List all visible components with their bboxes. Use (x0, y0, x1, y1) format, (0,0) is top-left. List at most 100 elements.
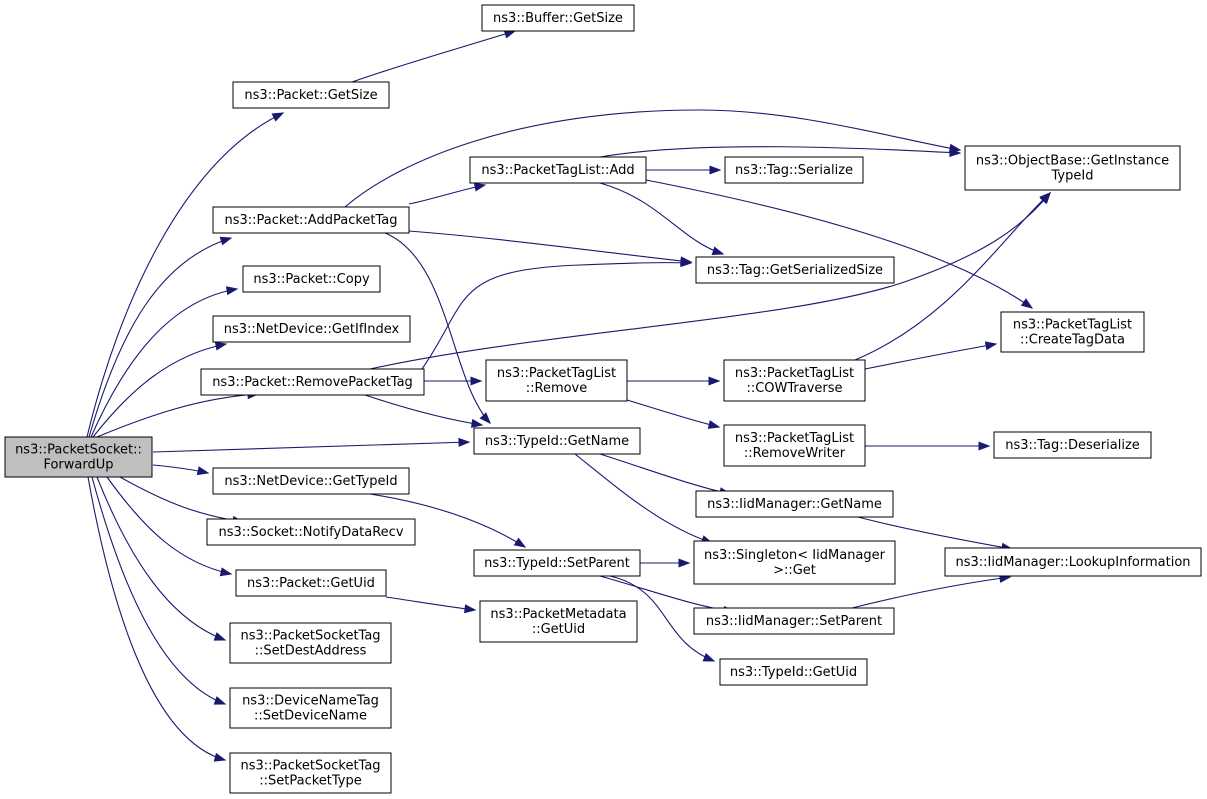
node-box (229, 622, 392, 664)
edge-line (864, 343, 997, 370)
node-label: ns3::PacketTagList (735, 366, 854, 381)
node-packetsockettag-setpackettype[interactable]: ns3::PacketSocketTag::SetPacketType (229, 752, 392, 794)
node-box (693, 607, 895, 635)
node-label: ns3::PacketTagList (497, 366, 616, 381)
node-label: ns3::Packet::RemovePacketTag (212, 375, 413, 390)
node-label: ns3::IidManager::LookupInformation (955, 555, 1190, 570)
edge-line (609, 575, 715, 662)
edge-root-to-packet_getuid (106, 476, 233, 577)
node-box (473, 427, 641, 455)
node-root[interactable]: ns3::PacketSocket::ForwardUp (4, 436, 153, 478)
node-netdevice-getifindex[interactable]: ns3::NetDevice::GetIfIndex (212, 315, 411, 343)
node-box (485, 359, 628, 402)
node-packet-getuid[interactable]: ns3::Packet::GetUid (235, 569, 387, 597)
node-label: ns3::Packet::AddPacketTag (224, 213, 397, 228)
arrow-head-icon (680, 258, 693, 268)
node-label: >::Get (773, 563, 816, 578)
edge-packettaglist_add-to-tag_serialize (646, 165, 722, 175)
edge-line (364, 394, 483, 426)
node-label: ns3::ObjectBase::GetInstance (976, 154, 1169, 169)
node-packetmetadata-getuid[interactable]: ns3::PacketMetadata::GetUid (479, 600, 638, 643)
node-iidmanager-lookupinformation[interactable]: ns3::IidManager::LookupInformation (944, 547, 1202, 577)
node-devicenametag-setdevicename[interactable]: ns3::DeviceNameTag::SetDeviceName (229, 687, 392, 729)
edge-line (351, 30, 516, 83)
node-box (229, 752, 392, 794)
node-singleton-get[interactable]: ns3::Singleton< IidManager>::Get (693, 540, 896, 585)
node-label: ::CreateTagData (1020, 333, 1125, 348)
node-tag-serialize[interactable]: ns3::Tag::Serialize (724, 156, 864, 184)
node-label: ns3::PacketTagList (1013, 318, 1132, 333)
edge-packet_addpackettag-to-tag_getserializedsize (408, 230, 693, 266)
node-iidmanager-getname[interactable]: ns3::IidManager::GetName (695, 490, 894, 518)
node-socket-notifydatarecv[interactable]: ns3::Socket::NotifyDataRecv (206, 518, 416, 546)
edge-line (344, 109, 961, 208)
arrow-head-icon (225, 286, 239, 296)
node-box (695, 256, 895, 284)
node-label: ::GetUid (532, 622, 585, 637)
node-box (723, 359, 866, 402)
node-box (242, 265, 381, 293)
node-box (232, 81, 390, 109)
arrow-head-icon (711, 246, 725, 256)
arrow-head-icon (707, 420, 721, 429)
node-typeid-setparent[interactable]: ns3::TypeId::SetParent (473, 549, 641, 577)
node-packettaglist-removewriter[interactable]: ns3::PacketTagList::RemoveWriter (723, 424, 866, 467)
arrow-head-icon (271, 112, 285, 122)
node-label: ns3::NetDevice::GetIfIndex (224, 322, 400, 337)
node-packet-getsize[interactable]: ns3::Packet::GetSize (232, 81, 390, 109)
node-netdevice-gettypeid[interactable]: ns3::NetDevice::GetTypeId (212, 467, 410, 495)
node-buffer-getsize[interactable]: ns3::Buffer::GetSize (481, 4, 635, 32)
node-box (229, 687, 392, 729)
node-label: ns3::Packet::Copy (253, 272, 370, 287)
node-tag-deserialize[interactable]: ns3::Tag::Deserialize (993, 431, 1152, 459)
node-label: ::Remove (526, 381, 588, 396)
arrow-head-icon (1020, 298, 1034, 309)
edge-root-to-packet_addpackettag (88, 236, 233, 438)
node-label: ns3::PacketSocketTag (240, 759, 380, 774)
arrow-head-icon (709, 165, 722, 175)
edge-line (857, 516, 1013, 550)
node-label: ns3::Buffer::GetSize (493, 11, 623, 26)
node-box (4, 436, 153, 478)
node-box (206, 518, 416, 546)
arrow-head-icon (949, 147, 962, 157)
edge-root-to-packetsockettag_setdestaddress (96, 476, 227, 641)
node-label: ::SetDeviceName (254, 709, 367, 724)
edge-line (854, 192, 1051, 361)
arrow-head-icon (214, 341, 228, 351)
edge-line (369, 493, 526, 548)
node-label: ns3::DeviceNameTag (242, 694, 379, 709)
edge-line (106, 476, 232, 575)
node-packet-removepackettag[interactable]: ns3::Packet::RemovePacketTag (200, 368, 425, 396)
node-tag-getserializedsize[interactable]: ns3::Tag::GetSerializedSize (695, 256, 895, 284)
node-typeid-getuid[interactable]: ns3::TypeId::GetUid (719, 658, 868, 686)
arrow-head-icon (513, 537, 527, 548)
edge-root-to-packetsockettag_setpackettype (87, 476, 227, 762)
node-label: ns3::Packet::GetSize (244, 88, 377, 103)
node-box (473, 549, 641, 577)
node-packet-copy[interactable]: ns3::Packet::Copy (242, 265, 381, 293)
node-box (944, 547, 1202, 577)
node-packettaglist-cowtraverse[interactable]: ns3::PacketTagList::COWTraverse (723, 359, 866, 402)
edge-packet_getuid-to-packetmetadata_getuid (385, 596, 477, 614)
edge-packet_removepackettag-to-tag_getserializedsize (421, 258, 693, 370)
node-box (212, 206, 410, 234)
arrow-head-icon (213, 632, 227, 641)
node-packet-addpackettag[interactable]: ns3::Packet::AddPacketTag (212, 206, 410, 234)
node-packettaglist-createtagdata[interactable]: ns3::PacketTagList::CreateTagData (1000, 311, 1145, 353)
edge-line (645, 179, 1033, 309)
edge-packettaglist_remove-to-packettaglist_cowtraverse (627, 376, 721, 386)
node-packetsockettag-setdestaddress[interactable]: ns3::PacketSocketTag::SetDestAddress (229, 622, 392, 664)
arrow-head-icon (196, 466, 210, 476)
node-label: ::COWTraverse (746, 381, 842, 396)
node-packettaglist-remove[interactable]: ns3::PacketTagList::Remove (485, 359, 628, 402)
edge-typeid_setparent-to-singleton_get (639, 558, 691, 568)
node-packettaglist-add[interactable]: ns3::PacketTagList::Add (469, 156, 647, 184)
node-box (723, 424, 866, 467)
node-typeid-getname[interactable]: ns3::TypeId::GetName (473, 427, 641, 455)
arrow-head-icon (213, 696, 227, 705)
edge-typeid_setparent-to-typeid_getuid (609, 575, 716, 662)
node-iidmanager-setparent[interactable]: ns3::IidManager::SetParent (693, 607, 895, 635)
edge-line (408, 230, 692, 263)
